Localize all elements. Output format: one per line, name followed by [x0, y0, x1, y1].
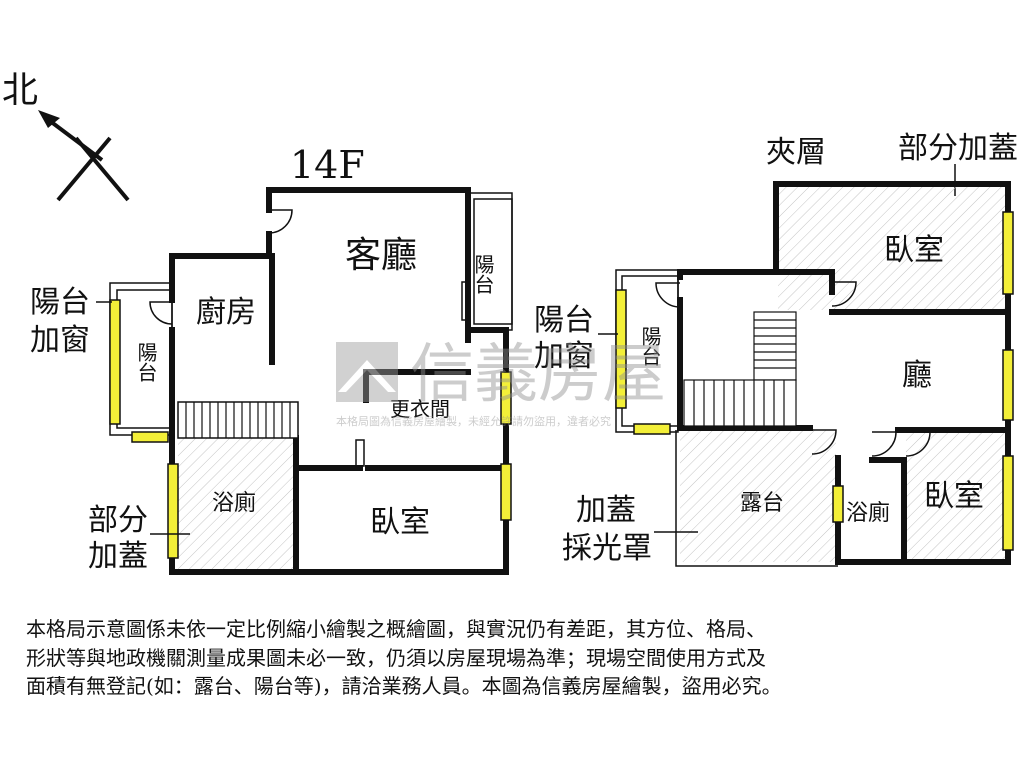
north-label: 北: [2, 70, 38, 111]
room-bedroom-top: 臥室: [884, 233, 944, 268]
bedroom-bottom-hatched: [906, 432, 1006, 560]
plan-14f: 14F: [30, 143, 513, 575]
room-balcony-right: 陽台: [471, 254, 495, 294]
stairs-14f: [177, 401, 299, 439]
svg-text:陽台: 陽台: [534, 303, 594, 338]
svg-text:加窗: 加窗: [534, 339, 594, 374]
callout-partial-cover-14f: 部分 加蓋: [88, 503, 190, 574]
bedroom-top-hatched: [778, 186, 1006, 310]
watermark-brand: 信義房屋: [410, 338, 666, 412]
room-terrace: 露台: [740, 491, 784, 516]
svg-text:部分: 部分: [88, 503, 148, 538]
doors-mezzanine: [655, 281, 931, 457]
bath-hatched-area: [178, 438, 296, 570]
svg-text:採光罩: 採光罩: [562, 531, 652, 566]
room-kitchen: 廚房: [196, 295, 256, 330]
north-compass: 北: [2, 70, 130, 202]
plan-mezzanine: 夾層 部分加蓋: [534, 131, 1018, 567]
room-bedroom-14f: 臥室: [370, 505, 430, 540]
watermark: 信義房屋 本格局圖為信義房屋繪製，未經允許請勿盜用，違者必究: [336, 338, 666, 428]
room-closet: 更衣間: [390, 397, 450, 421]
disclaimer-line-2: 形狀等與地政機關測量成果圖未必一致，仍須以房屋現場為準；現場空間使用方式及: [26, 645, 766, 670]
callout-partial-cover-mezz: 部分加蓋: [898, 131, 1018, 196]
watermark-notice: 本格局圖為信義房屋繪製，未經允許請勿盜用，違者必究: [336, 414, 611, 428]
room-balcony-left: 陽台: [134, 342, 158, 382]
svg-text:加蓋: 加蓋: [576, 493, 636, 528]
svg-text:陽台: 陽台: [30, 285, 90, 320]
room-bath-mezzanine: 浴廁: [846, 501, 890, 526]
room-balcony-mezzanine: 陽台: [638, 326, 662, 366]
room-bath-14f: 浴廁: [212, 491, 256, 516]
brand-logo-icon: [336, 342, 398, 402]
terrace-hatched: [680, 430, 836, 562]
floor-title-mezzanine: 夾層: [766, 135, 826, 170]
room-bedroom-bottom: 臥室: [924, 479, 984, 514]
disclaimer-line-1: 本格局示意圖係未依一定比例縮小繪製之概繪圖，與實況仍有差距，其方位、格局、: [26, 617, 766, 641]
svg-text:部分加蓋: 部分加蓋: [898, 131, 1018, 166]
callout-balcony-window-14f: 陽台 加窗: [30, 285, 112, 358]
windows-14f: [109, 299, 512, 559]
room-living: 客廳: [345, 235, 417, 276]
callout-skylight: 加蓋 採光罩: [562, 493, 698, 566]
stairs-mezzanine: [683, 311, 797, 427]
floor-plan-drawing: 北 14F: [2, 70, 1018, 575]
svg-text:加蓋: 加蓋: [88, 539, 148, 574]
disclaimer-text: 本格局示意圖係未依一定比例縮小繪製之概繪圖，與實況仍有差距，其方位、格局、 形狀…: [26, 615, 1016, 701]
windows-mezzanine: [615, 211, 1014, 551]
svg-text:加窗: 加窗: [30, 323, 90, 358]
room-hall: 廳: [902, 358, 932, 393]
doors-14f: [149, 209, 469, 467]
floor-title-14f: 14F: [290, 143, 365, 187]
disclaimer-line-3: 面積有無登記(如：露台、陽台等)，請洽業務人員。本圖為信義房屋繪製，盜用必究。: [26, 674, 782, 698]
callout-balcony-window-mezz: 陽台 加窗: [534, 303, 618, 374]
